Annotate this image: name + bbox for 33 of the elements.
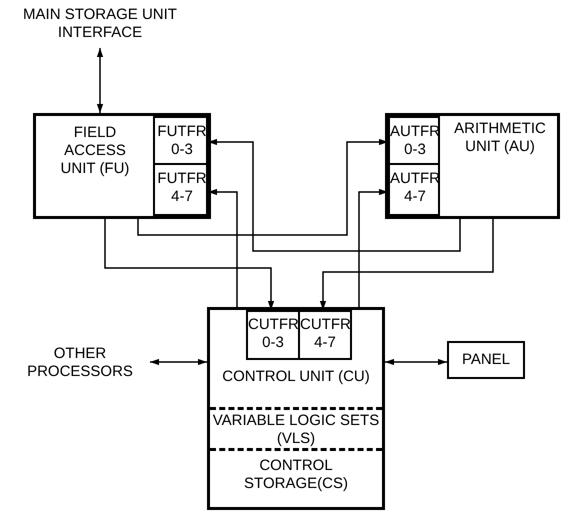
register-box [388, 163, 440, 216]
register-box [298, 310, 352, 360]
node-text: CONTROL STORAGE(CS) [243, 457, 349, 493]
node-text: CUTFR 0-3 [248, 316, 298, 352]
control-unit-box [207, 307, 385, 510]
node-text: CONTROL UNIT (CU) [221, 368, 371, 386]
connector-arrow [320, 219, 494, 310]
node-text: FIELD ACCESS UNIT (FU) [60, 124, 130, 178]
connector-arrow [96, 48, 104, 113]
node-text: FUTFR 4-7 [156, 170, 208, 206]
node-text: AUTFR 0-3 [390, 123, 440, 159]
connector-arrow [208, 188, 238, 307]
register-box [153, 116, 208, 165]
panel-box [447, 341, 525, 379]
connector-arrow [150, 358, 207, 366]
node-text: PANEL [460, 351, 512, 369]
connector-arrow [358, 188, 388, 307]
connector-arrow [137, 138, 388, 236]
unit-box [33, 113, 211, 219]
register-box [153, 163, 208, 216]
register-box [388, 116, 440, 165]
node-text: MAIN STORAGE UNIT INTERFACE [22, 6, 178, 42]
node-text: FUTFR 0-3 [156, 123, 208, 159]
connector-arrow [104, 219, 274, 310]
node-text: OTHER PROCESSORS [26, 345, 134, 381]
unit-box [385, 113, 560, 219]
register-box [246, 310, 300, 360]
node-text: AUTFR 4-7 [390, 170, 440, 206]
node-text: VARIABLE LOGIC SETS (VLS) [212, 412, 380, 448]
node-text: ARITHMETIC UNIT (AU) [453, 120, 547, 156]
node-text: CUTFR 4-7 [300, 316, 350, 352]
connector-arrow [208, 138, 461, 252]
connector-arrow [385, 358, 447, 366]
